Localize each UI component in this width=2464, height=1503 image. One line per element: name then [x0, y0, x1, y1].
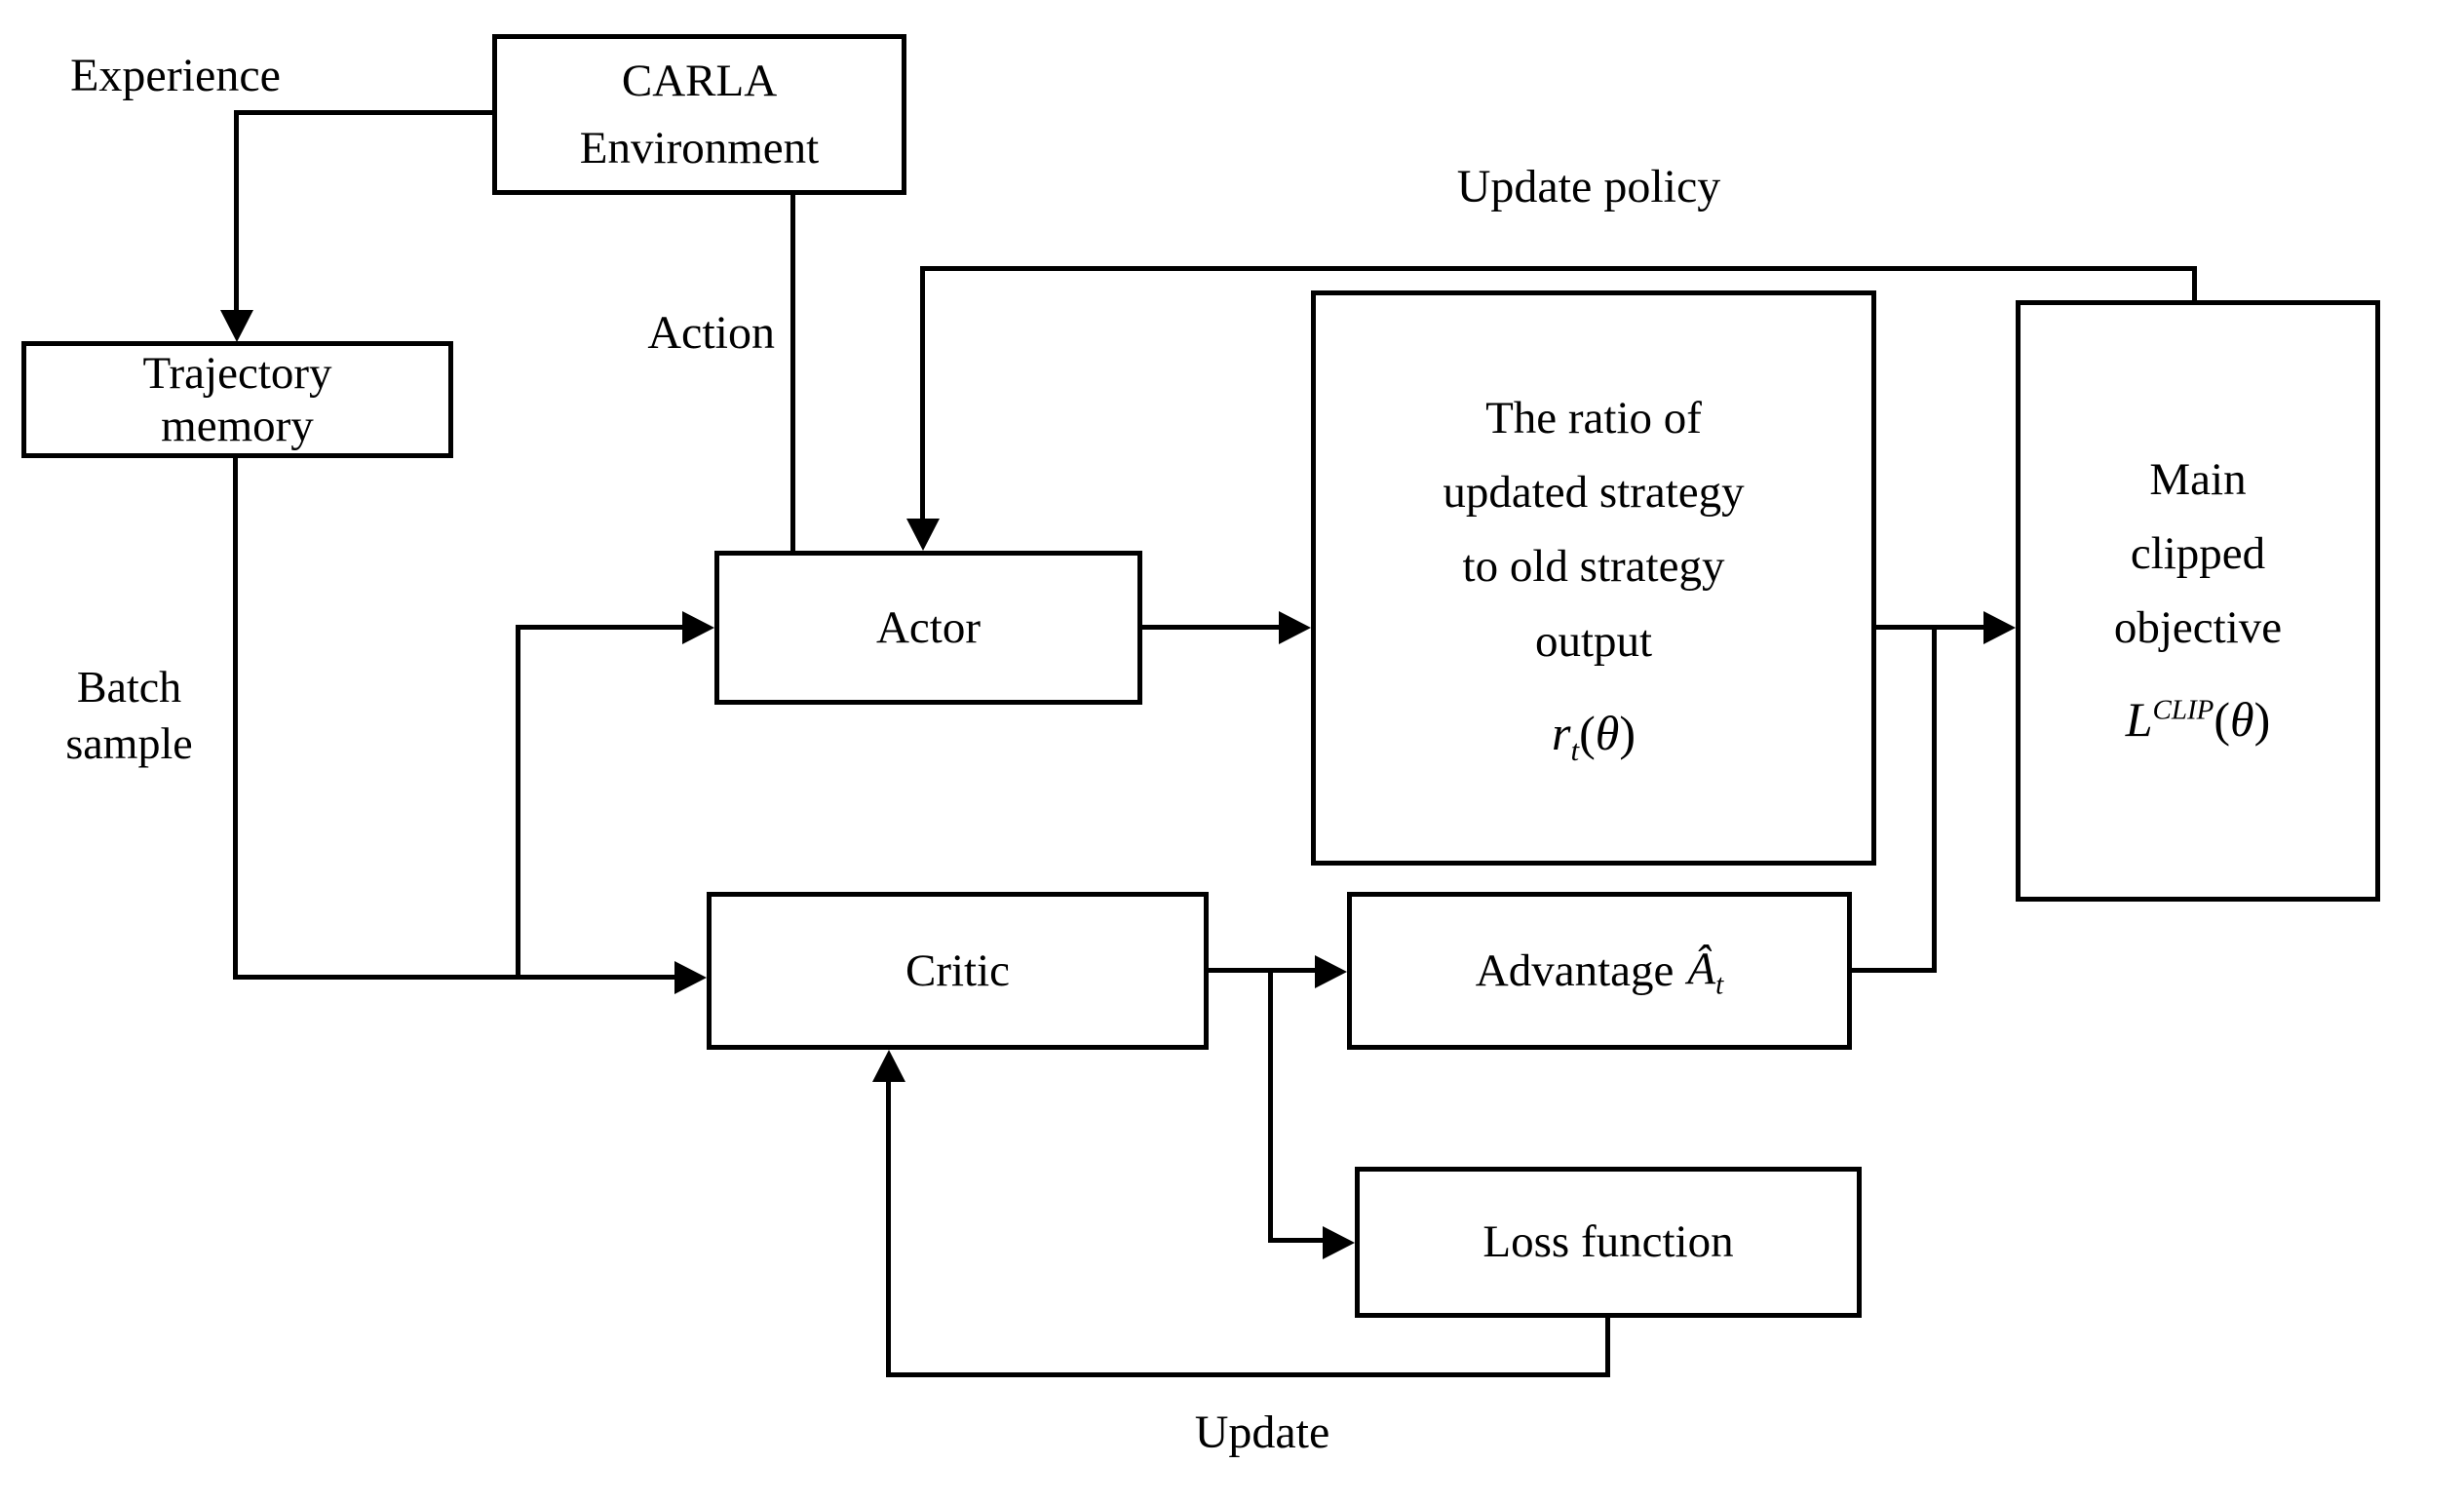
label-experience: Experience [70, 50, 281, 101]
main-line3: objective [2113, 602, 2283, 654]
node-loss-function: Loss function [1355, 1167, 1862, 1318]
batch-sample-line-vertical [233, 456, 238, 980]
advantage-connector-horizontal [1850, 968, 1937, 973]
node-main-clipped-objective: Main clipped objective LCLIP(θ) [2016, 300, 2380, 902]
update-policy-line-horizontal [920, 266, 2197, 271]
advantage-input-arrowhead-icon [1315, 955, 1347, 988]
label-batch-sample: Batch sample [24, 659, 234, 771]
trajectory-line1: Trajectory [142, 347, 332, 399]
ratio-line4: output [1534, 615, 1653, 667]
experience-line-horizontal [234, 110, 492, 115]
actor-output-arrowhead-icon [1279, 611, 1311, 644]
main-line2: clipped [2130, 527, 2266, 579]
advantage-connector-vertical [1932, 625, 1937, 973]
main-line1: Main [2149, 453, 2247, 505]
experience-line-vertical [234, 110, 239, 315]
main-formula: LCLIP(θ) [2125, 692, 2271, 748]
node-critic: Critic [707, 892, 1209, 1050]
actor-label: Actor [875, 601, 981, 653]
advantage-label: Advantage [1475, 944, 1675, 996]
loss-branch-horizontal [1268, 1238, 1323, 1243]
label-update-policy: Update policy [1456, 161, 1721, 212]
node-ratio: The ratio of updated strategy to old str… [1311, 290, 1876, 866]
actor-output-line [1142, 625, 1279, 630]
update-line-horizontal [886, 1372, 1610, 1377]
label-action: Action [647, 307, 775, 359]
advantage-symbol: Ât [1687, 944, 1724, 1001]
node-actor: Actor [714, 551, 1142, 705]
batch-sample-critic-arrowhead-icon [674, 961, 707, 994]
critic-label: Critic [905, 944, 1011, 996]
loss-input-arrowhead-icon [1323, 1226, 1355, 1259]
trajectory-line2: memory [161, 401, 314, 451]
carla-line1: CARLA [621, 56, 778, 107]
ratio-formula: rt(θ) [1552, 705, 1636, 767]
batch-sample-line-horizontal [233, 975, 681, 980]
ratio-output-line [1876, 625, 1983, 630]
loss-label: Loss function [1482, 1216, 1734, 1268]
node-carla-environment: CARLA Environment [492, 34, 906, 195]
node-trajectory-memory: Trajectory memory [21, 341, 453, 458]
update-line-from-loss [1605, 1316, 1610, 1377]
update-policy-arrowhead-icon [906, 519, 940, 551]
batch-sample-branch-horizontal [516, 625, 682, 630]
experience-arrowhead-icon [220, 310, 253, 342]
batch-sample-branch-vertical [516, 625, 520, 980]
critic-output-line [1207, 968, 1318, 973]
loss-branch-vertical [1268, 968, 1273, 1243]
label-update: Update [1194, 1407, 1330, 1458]
update-arrowhead-icon [872, 1050, 905, 1082]
batch-sample-actor-arrowhead-icon [682, 611, 714, 644]
ratio-line1: The ratio of [1485, 393, 1702, 444]
update-line-vertical [886, 1080, 891, 1377]
node-advantage: Advantage Ât [1347, 892, 1852, 1050]
update-policy-line-from-main [2192, 266, 2197, 303]
batch-line2: sample [65, 717, 193, 768]
ratio-line2: updated strategy [1443, 467, 1745, 519]
carla-line2: Environment [579, 122, 820, 173]
batch-line1: Batch [76, 662, 182, 712]
update-policy-line-vertical [920, 266, 925, 521]
main-input-arrowhead-icon [1983, 611, 2016, 644]
ratio-line3: to old strategy [1462, 541, 1725, 593]
action-line-vertical [790, 193, 795, 551]
